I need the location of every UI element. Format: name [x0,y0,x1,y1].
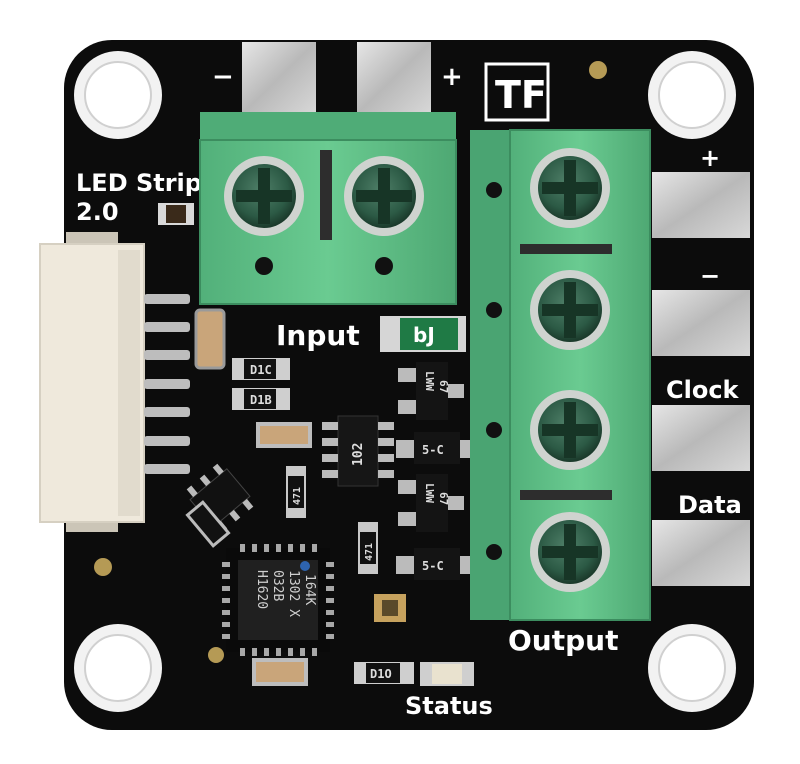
svg-text:LWW: LWW [423,483,436,503]
output-screw-4 [530,512,610,592]
gold-via [208,647,224,663]
smd-capacitor [252,658,308,686]
transistor-5c-a: 5-C [396,432,472,464]
diode-d10: D1O [354,662,414,684]
svg-text:D1C: D1C [250,363,272,377]
smd-capacitor [194,308,226,370]
input-minus-label: − [212,62,234,92]
resistor-471-b: 471 [358,522,378,574]
svg-text:1302 X: 1302 X [286,570,301,617]
output-screw-1 [530,148,610,228]
svg-text:164K: 164K [302,574,317,605]
logo-text: TF [495,73,547,117]
gold-via [94,558,112,576]
svg-text:bJ: bJ [413,323,435,347]
input-minus-pad [242,42,316,114]
svg-text:D1O: D1O [370,667,392,681]
mounting-hole-bottom-right [648,624,736,712]
input-screw-2 [344,156,424,236]
input-label: Input [276,319,360,352]
gold-via [589,61,607,79]
svg-text:5-C: 5-C [422,443,444,457]
input-capacitor: bJ [380,316,466,352]
mounting-hole-top-left [74,51,162,139]
microcontroller: 164K 1302 X 032B H1620 [222,544,334,656]
output-minus-label: − [700,262,720,290]
output-minus-pad [652,290,750,356]
output-clock-pad [652,405,750,471]
output-data-label: Data [678,491,742,519]
tf-logo: TF [484,62,550,122]
regulator-lww-a: LWW 67 [398,362,464,420]
diode-d1c: D1C [232,358,290,380]
svg-text:LWW: LWW [423,371,436,391]
board-version: 2.0 [76,198,119,226]
svg-text:471: 471 [292,487,303,505]
input-plus-label: + [441,62,463,92]
svg-text:D1B: D1B [250,393,272,407]
input-terminal-block [199,112,457,305]
smd-capacitor [256,422,312,448]
svg-text:032B: 032B [270,570,285,601]
mounting-hole-bottom-left [74,624,162,712]
status-led [420,662,474,686]
svg-text:471: 471 [364,543,375,561]
svg-text:67: 67 [437,492,450,505]
output-data-pad [652,520,750,586]
input-screw-1 [224,156,304,236]
output-screw-2 [530,270,610,350]
output-screw-3 [530,390,610,470]
regulator-lww-b: LWW 67 [398,474,464,532]
mounting-hole-top-right [648,51,736,139]
svg-text:H1620: H1620 [254,570,269,609]
input-plus-pad [357,42,431,114]
output-clock-label: Clock [666,376,740,404]
output-plus-pad [652,172,750,238]
resistor-471-a: 471 [286,466,306,518]
board-title: LED Strip [76,169,202,197]
status-label: Status [405,692,493,720]
smd-crystal [374,594,406,622]
svg-text:102: 102 [351,443,366,466]
diode-d1b: D1B [232,388,290,410]
connector-pins [144,294,190,474]
svg-text:5-C: 5-C [422,559,444,573]
svg-text:67: 67 [437,380,450,393]
transistor-5c-b: 5-C [396,548,472,580]
output-label: Output [508,624,618,657]
smd-resistor [185,500,231,548]
output-plus-label: + [700,144,720,172]
ic-102: 102 [322,415,394,487]
output-terminal-block [470,129,651,621]
jst-connector [39,232,190,532]
